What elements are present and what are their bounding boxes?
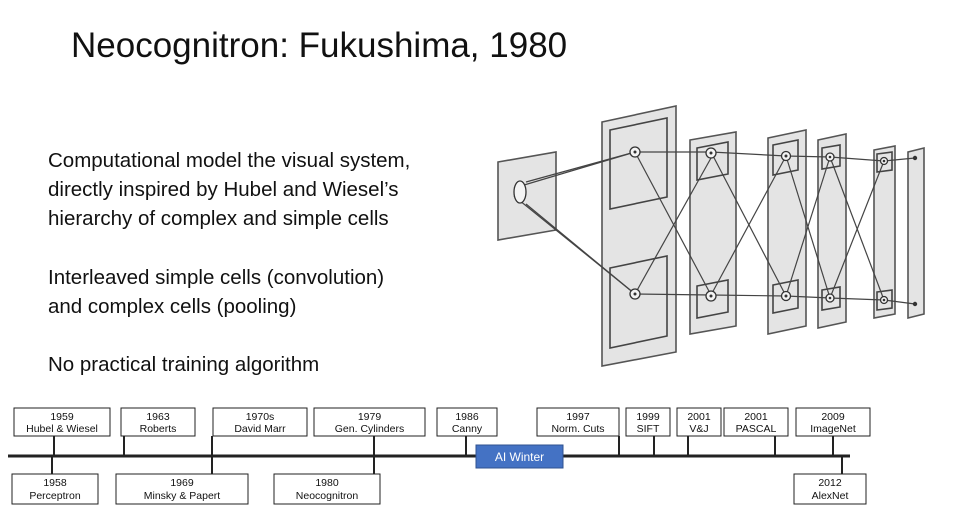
layer-s1 xyxy=(601,105,677,367)
event-name: ImageNet xyxy=(810,423,856,435)
neocognitron-diagram xyxy=(497,105,925,367)
paragraph-interleaved-cells: Interleaved simple cells (convolution) a… xyxy=(48,263,384,321)
event-name: Canny xyxy=(452,423,483,435)
ai-winter-label: AI Winter xyxy=(495,450,544,464)
paragraph-no-training: No practical training algorithm xyxy=(48,350,319,379)
event-year: 1986 xyxy=(455,411,479,423)
event-year: 2001 xyxy=(744,411,768,423)
event-name: Perceptron xyxy=(29,490,81,502)
paragraph-model-description: Computational model the visual system, d… xyxy=(48,146,410,233)
event-name: Roberts xyxy=(140,423,177,435)
timeline-event-box xyxy=(436,407,498,437)
event-year: 2012 xyxy=(818,477,842,489)
event-year: 1963 xyxy=(146,411,170,423)
layer-c1 xyxy=(689,131,737,335)
ai-winter-box xyxy=(475,444,564,469)
timeline-event-box xyxy=(13,407,111,437)
event-year: 1999 xyxy=(636,411,660,423)
timeline-event-box xyxy=(625,407,671,437)
event-name: Norm. Cuts xyxy=(551,423,604,435)
event-name: David Marr xyxy=(234,423,286,435)
timeline-event-box xyxy=(212,407,308,437)
event-year: 1970s xyxy=(246,411,275,423)
timeline-event-box xyxy=(11,473,99,505)
text-line: directly inspired by Hubel and Wiesel’s xyxy=(48,178,399,201)
event-year: 1980 xyxy=(315,477,339,489)
timeline-event-box xyxy=(313,407,426,437)
event-name: SIFT xyxy=(637,423,660,435)
timeline-event-box xyxy=(536,407,620,437)
event-name: AlexNet xyxy=(812,490,849,502)
event-year: 2009 xyxy=(821,411,845,423)
layer-s3 xyxy=(873,145,896,319)
text-line: hierarchy of complex and simple cells xyxy=(48,207,389,230)
connection-lines xyxy=(513,151,916,305)
event-name: Neocognitron xyxy=(296,490,359,502)
event-name: PASCAL xyxy=(736,423,777,435)
timeline-event-box xyxy=(273,473,381,505)
event-year: 1958 xyxy=(43,477,67,489)
event-year: 2001 xyxy=(687,411,711,423)
text-line: Computational model the visual system, xyxy=(48,149,411,172)
event-name: Gen. Cylinders xyxy=(335,423,404,435)
event-year: 1997 xyxy=(566,411,590,423)
event-name: V&J xyxy=(689,423,708,435)
event-year: 1979 xyxy=(358,411,382,423)
timeline-event-box xyxy=(115,473,249,505)
layer-planes xyxy=(497,105,925,367)
event-name: Hubel & Wiesel xyxy=(26,423,98,435)
event-name: Minsky & Papert xyxy=(144,490,221,502)
timeline-event-box xyxy=(120,407,196,437)
timeline-event-box xyxy=(676,407,722,437)
layer-s2 xyxy=(767,129,807,335)
slide-title: Neocognitron: Fukushima, 1980 xyxy=(71,26,568,65)
event-year: 1969 xyxy=(170,477,194,489)
receptive-field-circles xyxy=(513,146,889,305)
layer-c3 xyxy=(907,146,925,320)
event-year: 1959 xyxy=(50,411,74,423)
timeline-event-box xyxy=(795,407,871,437)
text-line: Interleaved simple cells (convolution) xyxy=(48,266,385,289)
text-line: and complex cells (pooling) xyxy=(48,295,297,318)
text-line: No practical training algorithm xyxy=(48,353,320,376)
input-layer xyxy=(497,151,557,241)
timeline-event-box xyxy=(723,407,789,437)
timeline-event-box xyxy=(793,473,867,505)
unit-dots xyxy=(633,150,918,307)
